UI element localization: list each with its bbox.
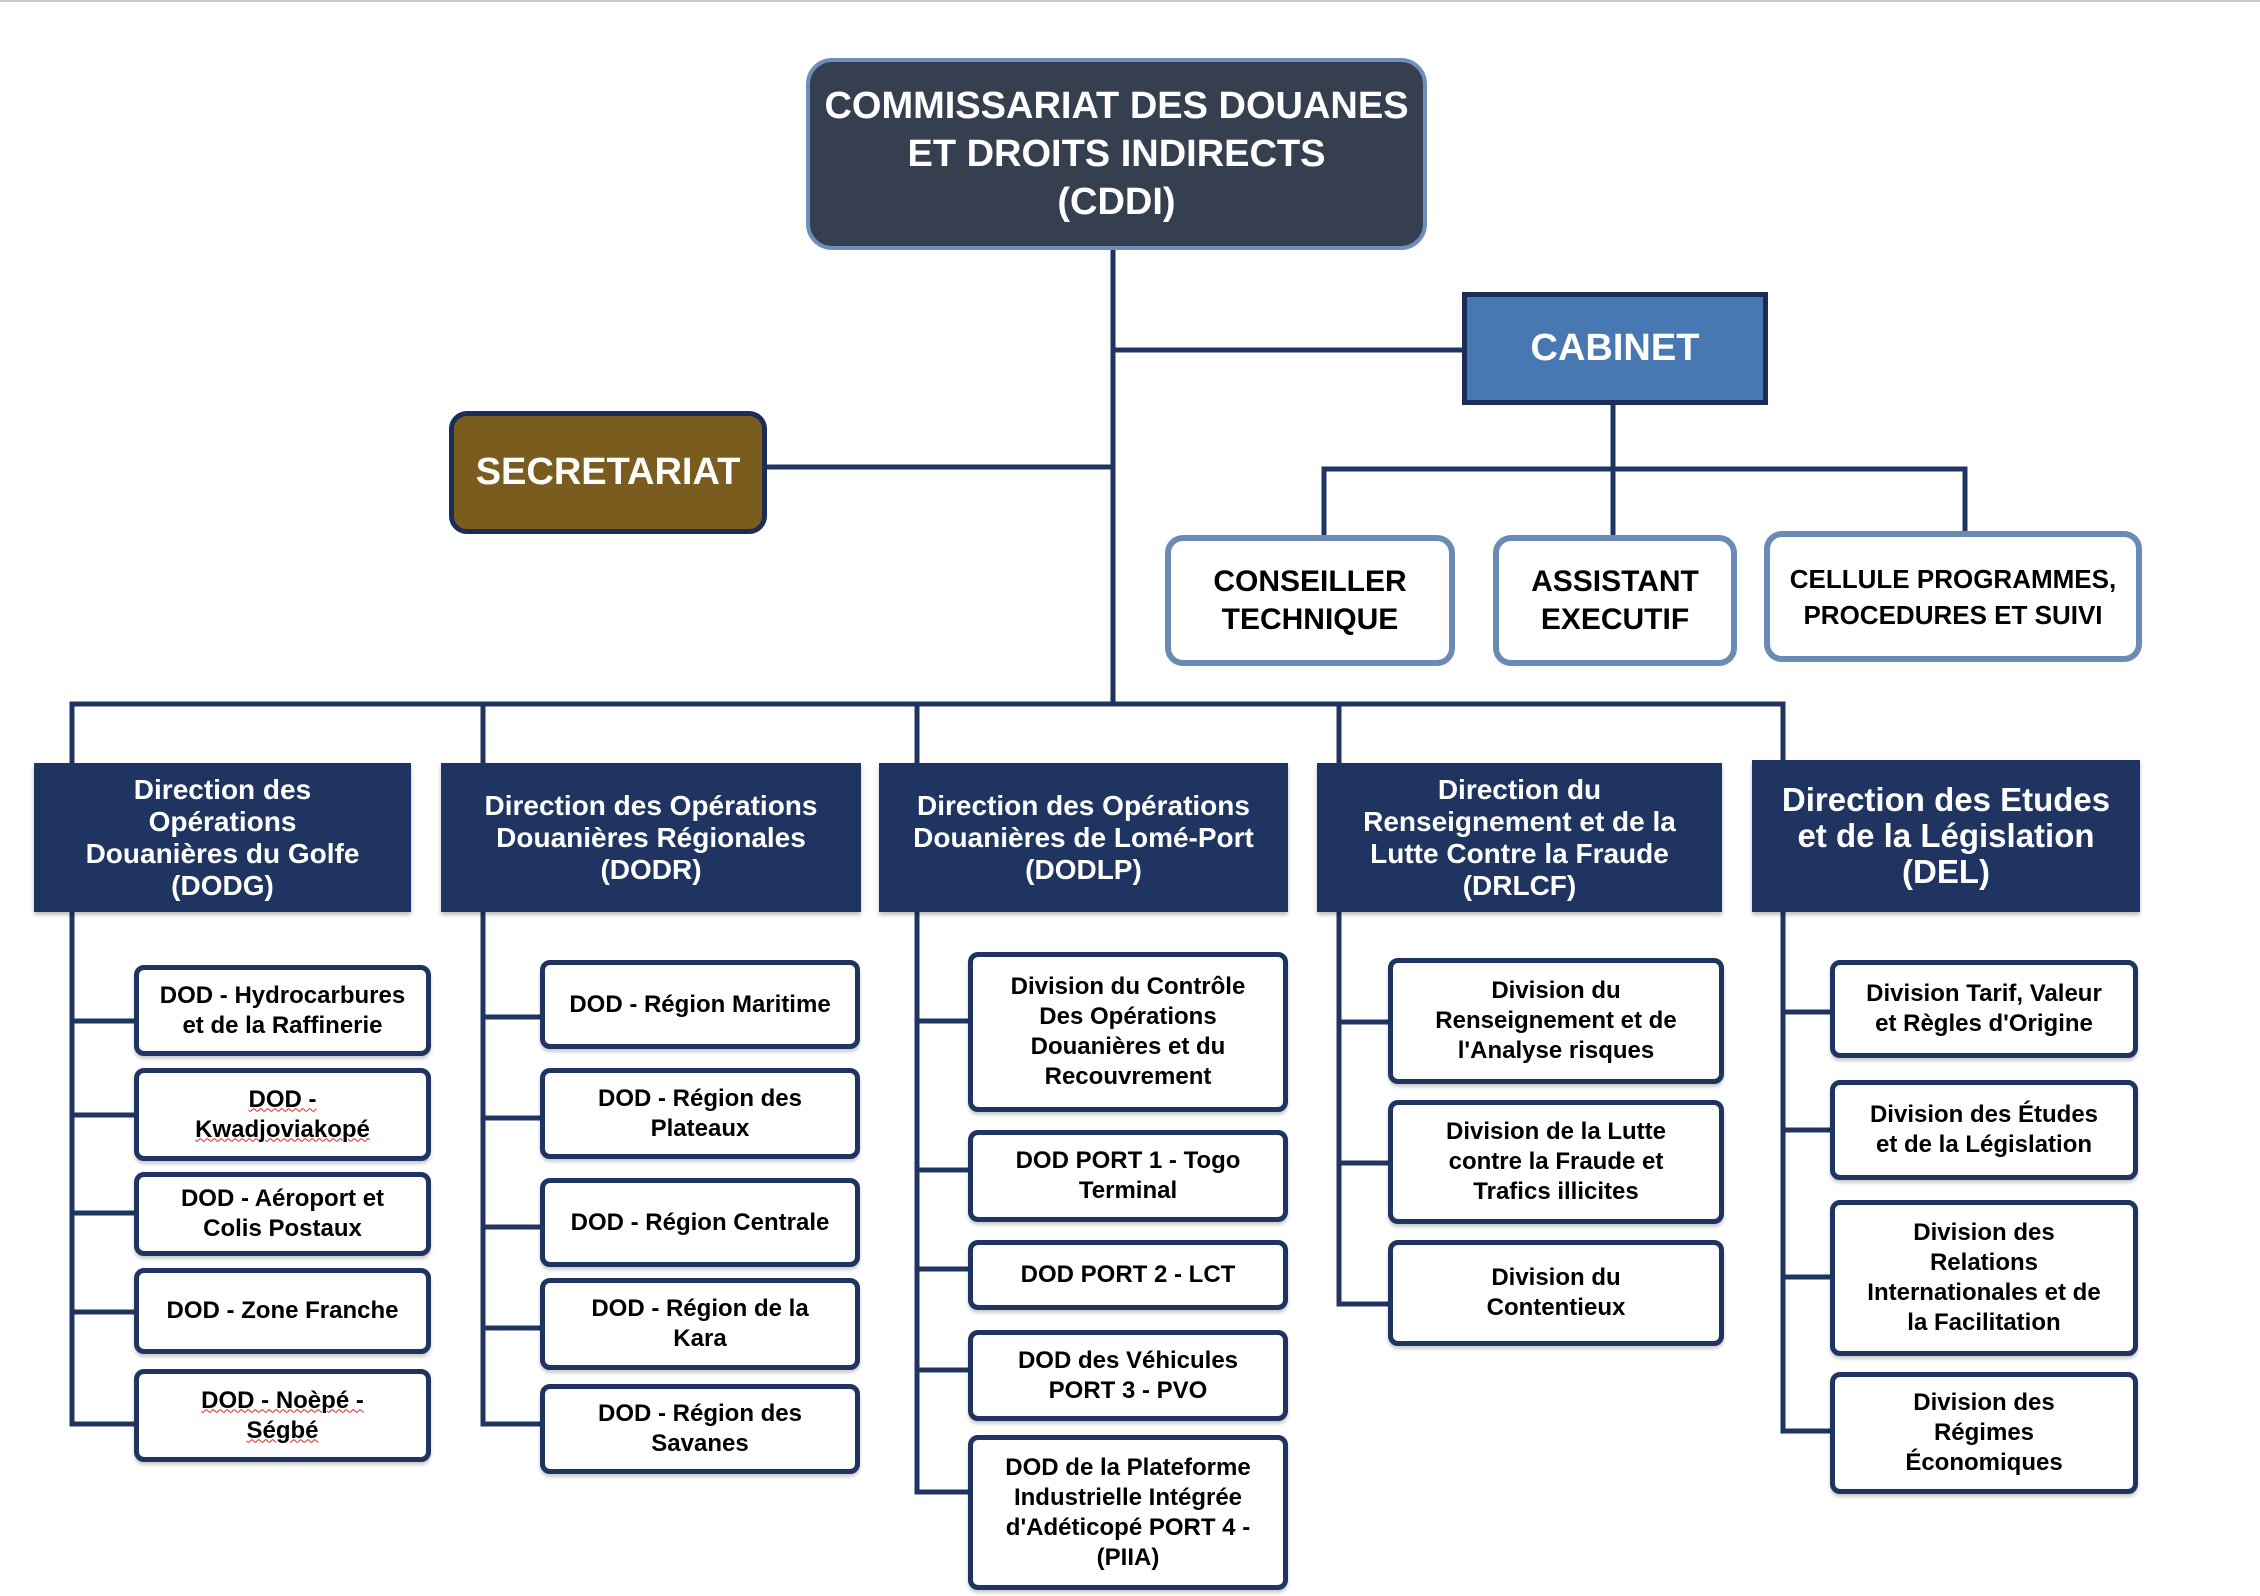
division-dodg-hydrocarbures: DOD - Hydrocarbures et de la Raffinerie [134, 965, 431, 1056]
division-drlcf-contentieux: Division du Contentieux [1388, 1240, 1724, 1346]
cddi-root-node: COMMISSARIAT DES DOUANES ET DROITS INDIR… [806, 58, 1427, 250]
division-drlcf-renseignement: Division du Renseignement et de l'Analys… [1388, 958, 1724, 1084]
division-dodr-centrale: DOD - Région Centrale [540, 1178, 860, 1267]
division-dodg-noepe-segbe: DOD - Noèpé - Ségbé [134, 1369, 431, 1462]
assistant-executif-node: ASSISTANT EXECUTIF [1493, 535, 1737, 666]
division-dodg-kwadjoviakope: DOD - Kwadjoviakopé [134, 1068, 431, 1161]
division-drlcf-lutte: Division de la Lutte contre la Fraude et… [1388, 1100, 1724, 1224]
direction-dodr: Direction des Opérations Douanières Régi… [441, 763, 861, 912]
top-border [0, 0, 2260, 2]
direction-del: Direction des Etudes et de la Législatio… [1752, 760, 2140, 912]
direction-drlcf: Direction du Renseignement et de la Lutt… [1317, 763, 1722, 912]
cellule-programmes-node: CELLULE PROGRAMMES, PROCEDURES ET SUIVI [1764, 531, 2142, 662]
division-dodg-zone-franche: DOD - Zone Franche [134, 1268, 431, 1354]
division-dodlp-port4: DOD de la Plateforme Industrielle Intégr… [968, 1435, 1288, 1590]
division-del-etudes: Division des Études et de la Législation [1830, 1080, 2138, 1180]
direction-dodlp: Direction des Opérations Douanières de L… [879, 763, 1288, 912]
division-del-relations: Division des Relations Internationales e… [1830, 1200, 2138, 1356]
division-dodr-savanes: DOD - Région des Savanes [540, 1384, 860, 1474]
division-del-regimes: Division des Régimes Économiques [1830, 1372, 2138, 1494]
division-dodr-maritime: DOD - Région Maritime [540, 960, 860, 1049]
direction-dodg: Direction des Opérations Douanières du G… [34, 763, 411, 912]
conseiller-technique-node: CONSEILLER TECHNIQUE [1165, 535, 1455, 666]
division-dodlp-port2: DOD PORT 2 - LCT [968, 1240, 1288, 1310]
division-dodlp-port1: DOD PORT 1 - Togo Terminal [968, 1130, 1288, 1222]
division-dodr-kara: DOD - Région de la Kara [540, 1278, 860, 1370]
division-del-tarif: Division Tarif, Valeur et Règles d'Origi… [1830, 960, 2138, 1058]
secretariat-node: SECRETARIAT [449, 411, 767, 534]
division-dodlp-controle: Division du Contrôle Des Opérations Doua… [968, 952, 1288, 1112]
division-dodlp-port3: DOD des Véhicules PORT 3 - PVO [968, 1330, 1288, 1421]
cabinet-node: CABINET [1462, 292, 1768, 405]
division-dodr-plateaux: DOD - Région des Plateaux [540, 1068, 860, 1159]
division-label: DOD - Kwadjoviakopé [195, 1085, 370, 1143]
division-label: DOD - Noèpé - Ségbé [201, 1386, 364, 1444]
division-dodg-aeroport: DOD - Aéroport et Colis Postaux [134, 1172, 431, 1256]
